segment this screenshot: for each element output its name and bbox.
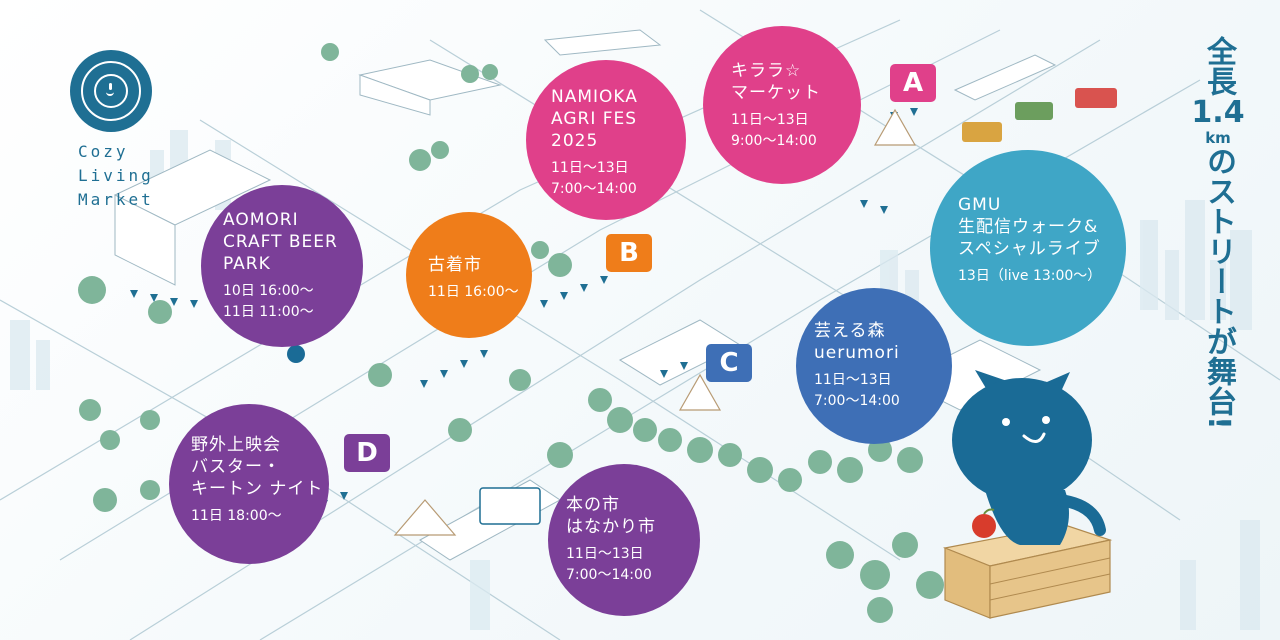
event-title-line: AOMORI [223,210,299,230]
logo-eye [109,83,112,90]
event-title-line: バスター・ [191,457,281,477]
area-marker-c[interactable]: C [706,344,752,382]
event-aomori-craft-beer-park[interactable]: AOMORI CRAFT BEER PARK 10日 16:00〜 11日 11… [201,185,363,347]
event-hours: 7:00〜14:00 [814,393,900,409]
event-title-line: 生配信ウォーク& [958,217,1099,237]
event-namioka-agri-fes[interactable]: NAMIOKA AGRI FES 2025 11日〜13日 7:00〜14:00 [526,60,686,220]
event-hours: 7:00〜14:00 [551,181,637,197]
event-dates: 11日 18:00〜 [191,508,282,524]
event-dates: 11日〜13日 [551,160,629,176]
event-outdoor-movie[interactable]: 野外上映会 バスター・ キートン ナイト 11日 18:00〜 [169,404,329,564]
event-title-line: GMU [958,195,1002,215]
event-title-line: 2025 [551,131,599,151]
crate [942,524,1113,619]
tagline-rest: のストリートが舞台! [1201,146,1236,430]
event-title-line: スペシャルライブ [958,239,1101,259]
logo-line: Market [78,190,154,209]
event-furugi-market[interactable]: 古着市 11日 16:00〜 [406,212,532,338]
event-kirara-market[interactable]: キララ☆ マーケット 11日〜13日 9:00〜14:00 [703,26,861,184]
event-gmu-live[interactable]: GMU 生配信ウォーク& スペシャルライブ 13日（live 13:00〜） [930,150,1126,346]
event-title-line: キートン ナイト [191,479,324,499]
logo-ring [81,61,141,121]
event-title-line: NAMIOKA [551,87,638,107]
tagline-unit: km [1205,129,1231,147]
street-length-tagline: 全長 1.4 km のストリートが舞台! [1188,36,1248,430]
event-hours: 7:00〜14:00 [566,567,652,583]
event-dates: 13日（live 13:00〜） [958,268,1102,284]
event-title-line: キララ☆ [731,61,802,81]
event-dates: 11日〜13日 [814,372,892,388]
event-book-market[interactable]: 本の市 はなかり市 11日〜13日 7:00〜14:00 [548,464,700,616]
logo-text: Cozy Living Market [78,140,168,212]
event-hours: 9:00〜14:00 [731,133,817,149]
event-title-line: 野外上映会 [191,435,281,455]
event-uerumori[interactable]: 芸える森 uerumori 11日〜13日 7:00〜14:00 [796,288,952,444]
logo-line: Cozy [78,142,129,161]
logo-smile [106,90,114,96]
event-dates: 11日〜13日 [731,112,809,128]
event-title-line: 本の市 [566,495,620,515]
event-title-line: はなかり市 [566,517,656,537]
event-title-line: uerumori [814,343,900,363]
event-hours: 11日 11:00〜 [223,304,314,320]
event-dates: 11日〜13日 [566,546,644,562]
event-title-line: AGRI FES [551,109,638,129]
event-dates: 10日 16:00〜 [223,283,314,299]
logo-line: Living [78,166,154,185]
cozy-living-market-logo [70,50,152,132]
tagline-distance: 1.4 [1191,95,1245,130]
event-dates: 11日 16:00〜 [428,284,519,300]
event-title-line: 古着市 [428,255,482,275]
area-marker-a[interactable]: A [890,64,936,102]
apple [972,508,996,538]
area-marker-d[interactable]: D [344,434,390,472]
tagline-prefix: 全長 [1201,36,1236,96]
mascot-cat [952,370,1106,545]
event-title-line: CRAFT BEER [223,232,338,252]
event-title-line: 芸える森 [814,321,886,341]
area-marker-b[interactable]: B [606,234,652,272]
event-title-line: マーケット [731,83,821,103]
event-title-line: PARK [223,254,271,274]
logo-inner-ring [94,74,128,108]
